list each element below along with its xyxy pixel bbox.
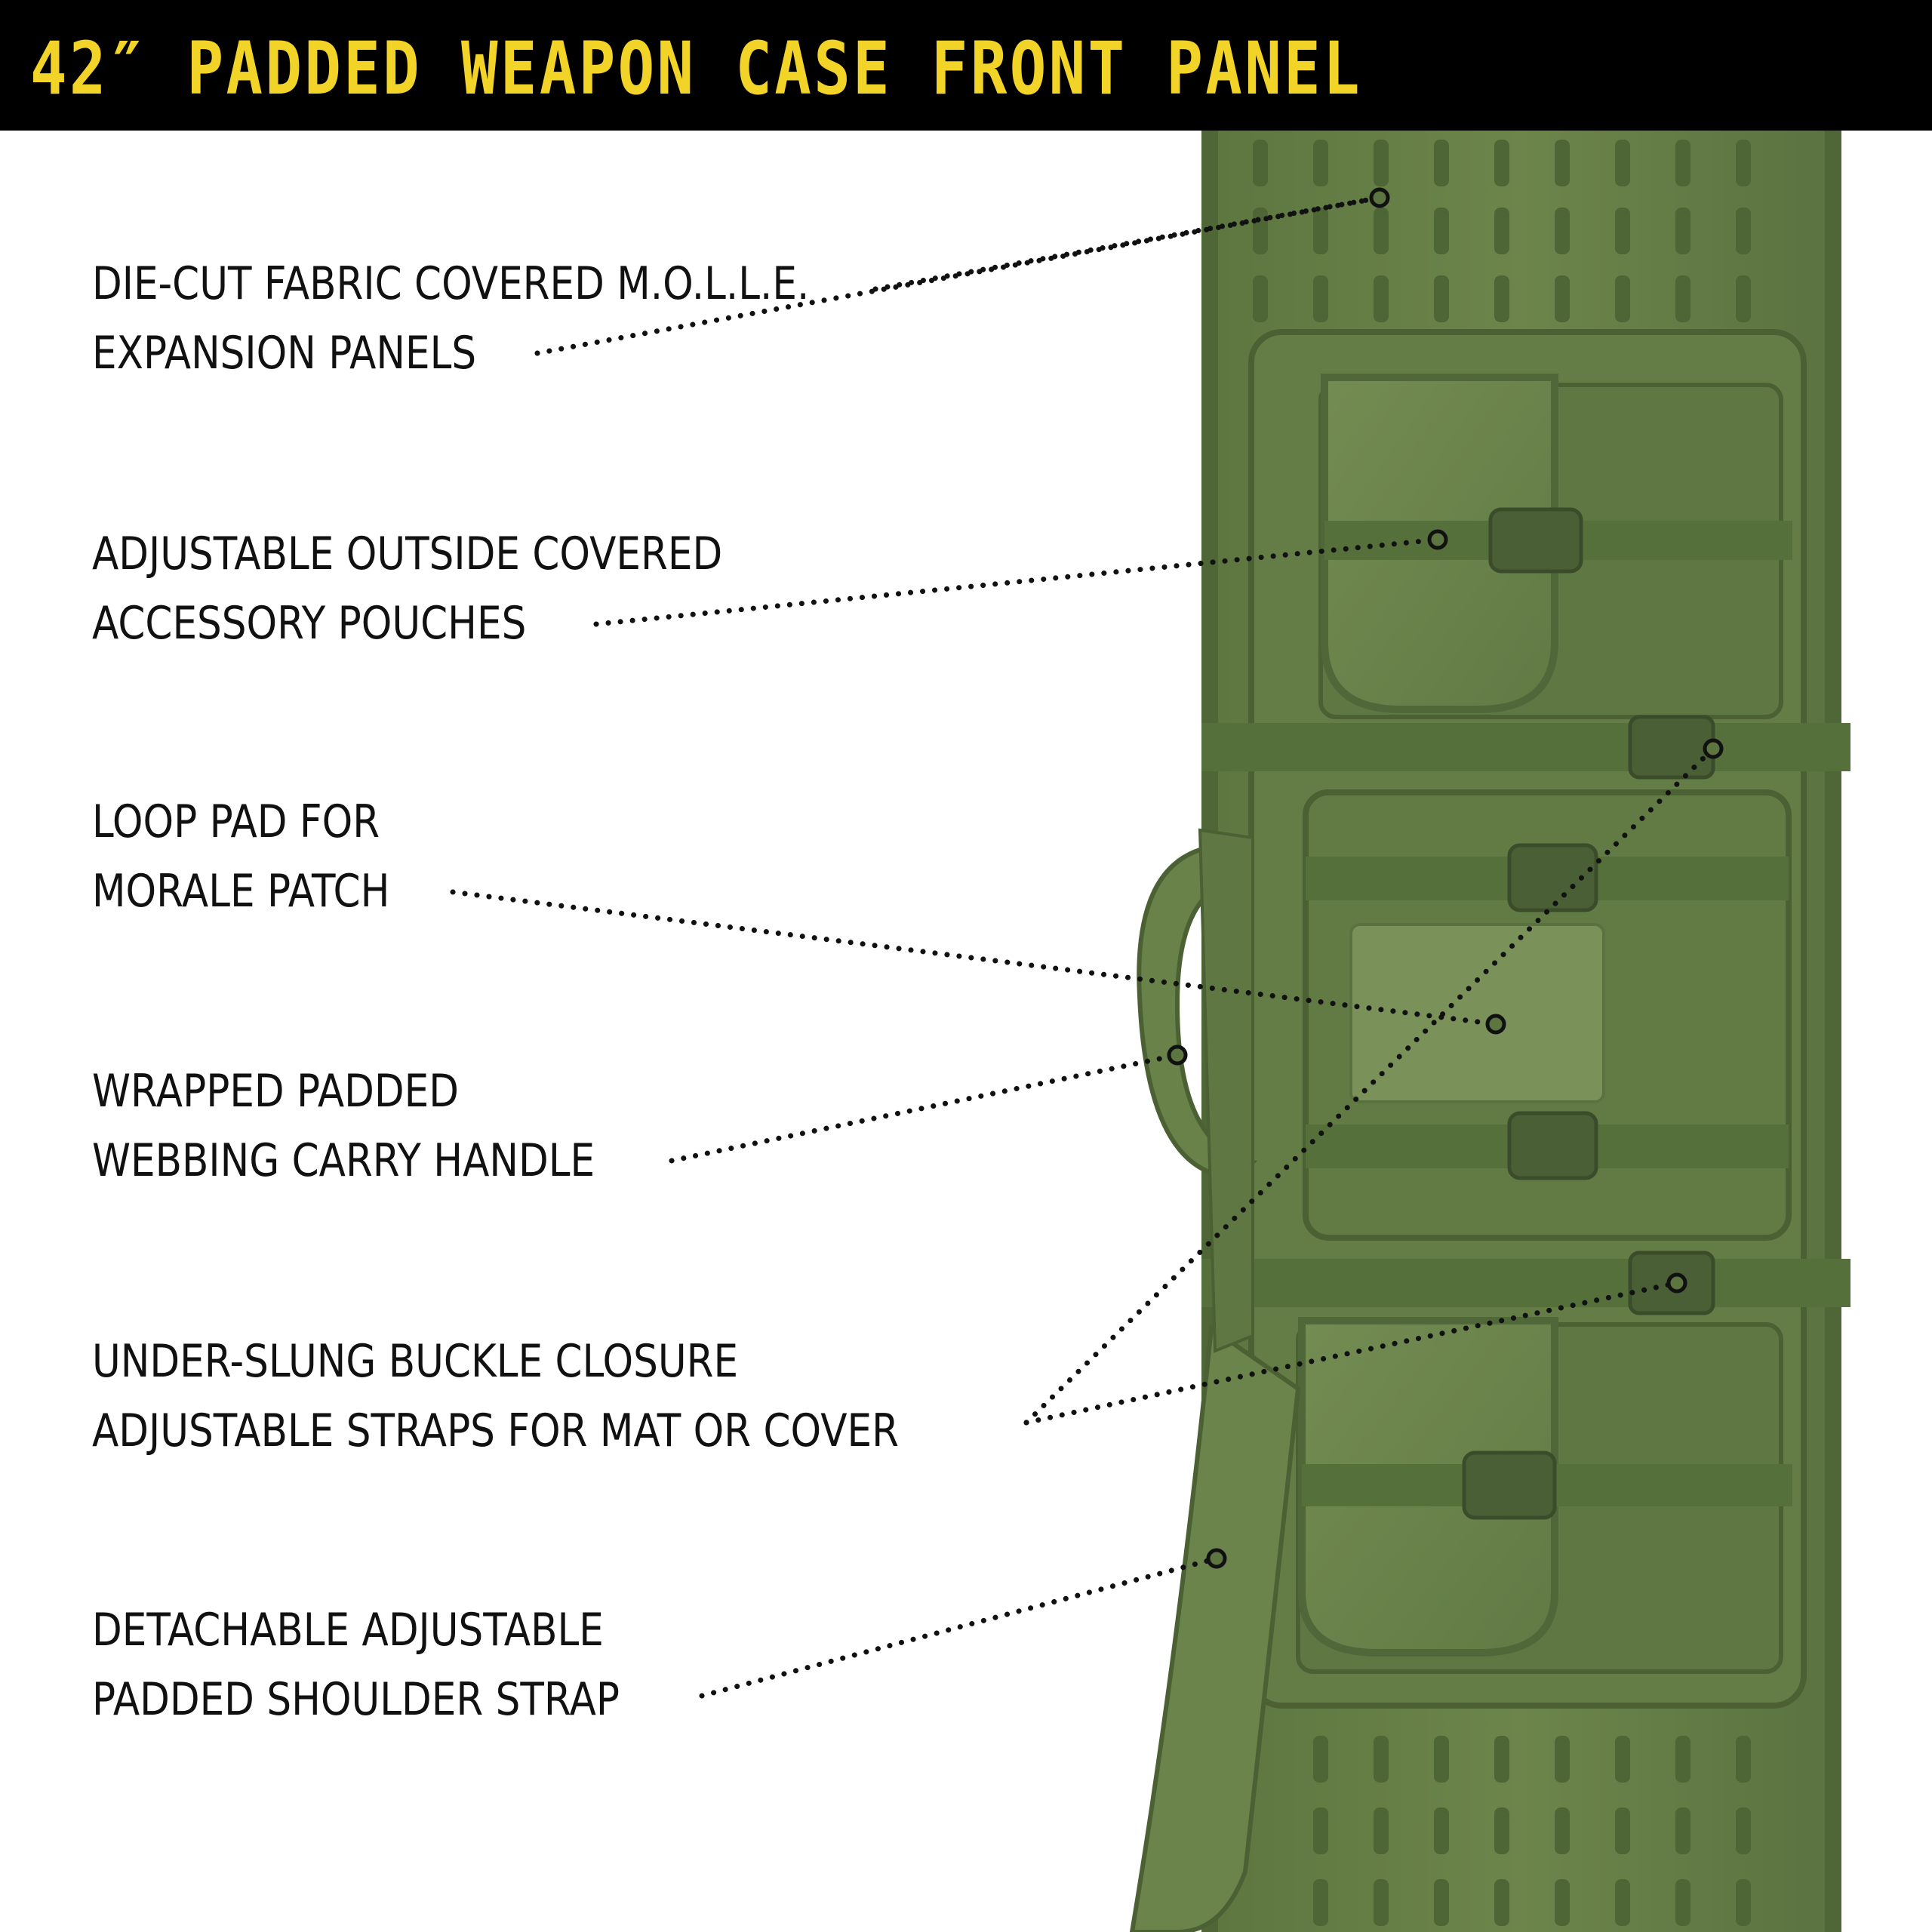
header-bar: 42″ PADDED WEAPON CASE FRONT PANEL	[0, 0, 1932, 131]
leader-strap	[699, 1555, 1220, 1699]
shoulder-strap-webbing	[1198, 828, 1254, 1353]
leader-handle	[669, 1052, 1180, 1164]
callout-accessory-pouches: ADJUSTABLE OUTSIDE COVERED ACCESSORY POU…	[92, 519, 722, 658]
callout-marker-buckle-lower	[1666, 1272, 1687, 1294]
callout-line: DETACHABLE ADJUSTABLE	[92, 1604, 604, 1657]
morale-loop-pad	[1349, 923, 1605, 1103]
leader-morale	[450, 889, 1499, 1027]
callout-line: ACCESSORY POUCHES	[92, 597, 527, 650]
callout-line: MORALE PATCH	[92, 865, 390, 918]
callout-line: PADDED SHOULDER STRAP	[92, 1673, 620, 1726]
molle-panel-top	[1253, 140, 1751, 322]
callout-marker-buckle-upper	[1703, 738, 1724, 759]
leader-buckle-1	[1023, 746, 1716, 1426]
lower-buckle	[1462, 1451, 1557, 1520]
middle-buckle-bottom	[1507, 1111, 1598, 1180]
leader-buckle-2	[1023, 1280, 1680, 1426]
callout-line: UNDER-SLUNG BUCKLE CLOSURE	[92, 1335, 739, 1388]
callout-marker-molle	[1369, 187, 1390, 208]
callout-marker-handle	[1167, 1044, 1188, 1066]
callout-shoulder-strap: DETACHABLE ADJUSTABLE PADDED SHOULDER ST…	[92, 1595, 620, 1734]
callout-morale-patch: LOOP PAD FOR MORALE PATCH	[92, 787, 389, 926]
callout-marker-morale	[1485, 1014, 1506, 1035]
shoulder-strap	[1129, 1324, 1301, 1932]
leader-pouches	[593, 537, 1441, 627]
callout-line: WEBBING CARRY HANDLE	[92, 1134, 595, 1187]
callout-buckle-closure: UNDER-SLUNG BUCKLE CLOSURE ADJUSTABLE ST…	[92, 1327, 899, 1466]
callout-line: ADJUSTABLE STRAPS FOR MAT OR COVER	[92, 1404, 899, 1457]
callout-line: EXPANSION PANELS	[92, 327, 477, 380]
callout-molle-panels: DIE-CUT FABRIC COVERED M.O.L.L.E. EXPANS…	[92, 249, 809, 388]
upper-buckle	[1488, 507, 1583, 574]
callout-line: DIE-CUT FABRIC COVERED M.O.L.L.E.	[92, 257, 810, 310]
callout-marker-strap	[1206, 1548, 1227, 1569]
callout-line: LOOP PAD FOR	[92, 795, 380, 848]
leader-molle-1	[872, 195, 1383, 292]
middle-buckle-top	[1507, 843, 1598, 912]
upper-closure-strap	[1201, 723, 1850, 771]
molle-panel-bottom	[1313, 1736, 1751, 1926]
callout-carry-handle: WRAPPED PADDED WEBBING CARRY HANDLE	[92, 1057, 595, 1195]
callout-line: ADJUSTABLE OUTSIDE COVERED	[92, 528, 723, 580]
page-title: 42″ PADDED WEAPON CASE FRONT PANEL	[30, 26, 1362, 111]
case-edge-right	[1825, 131, 1841, 1932]
callout-marker-pouches	[1427, 529, 1448, 550]
callout-line: WRAPPED PADDED	[92, 1065, 459, 1118]
lower-closure-strap	[1201, 1259, 1850, 1307]
